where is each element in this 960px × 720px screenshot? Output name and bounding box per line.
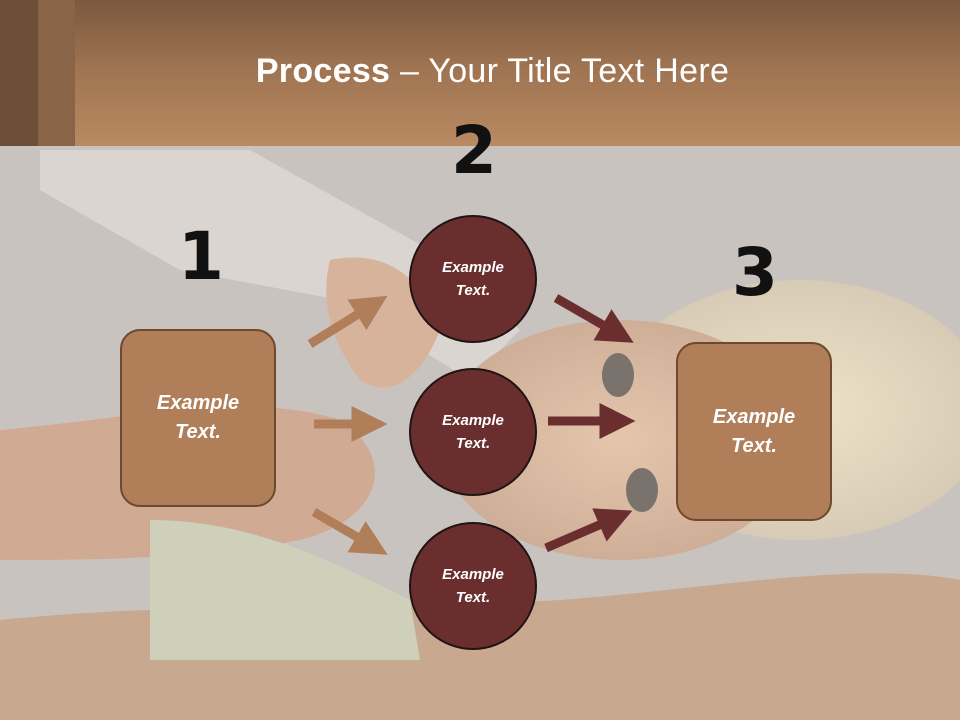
right-step-box: Example Text. (676, 342, 832, 521)
circle-bottom-text: Example Text. (442, 566, 504, 606)
slide-title: Process – Your Title Text Here (0, 52, 960, 91)
title-bold: Process (255, 52, 391, 90)
left-step-box: Example Text. (120, 329, 276, 507)
circle-top: Example Text. (409, 215, 537, 343)
circle-middle: Example Text. (409, 368, 537, 496)
title-rest: – Your Title Text Here (390, 52, 730, 90)
step-number-2: 2 (451, 112, 497, 189)
header-band (0, 0, 960, 146)
circle-top-text: Example Text. (442, 259, 504, 299)
arrow-1-to-top (307, 295, 388, 348)
circle-middle-text: Example Text. (442, 412, 504, 452)
arrow-1-to-bottom (311, 508, 388, 555)
left-step-box-text: Example Text. (156, 392, 240, 443)
circle-bottom: Example Text. (409, 522, 537, 650)
right-step-box-text: Example Text. (712, 405, 796, 457)
header-accent-light (38, 0, 75, 146)
step-number-3: 3 (732, 234, 778, 311)
header-accent-dark (0, 0, 38, 146)
step-number-1: 1 (178, 218, 224, 295)
arrow-top-to-3 (553, 294, 634, 343)
arrow-bottom-to-3 (544, 508, 633, 553)
